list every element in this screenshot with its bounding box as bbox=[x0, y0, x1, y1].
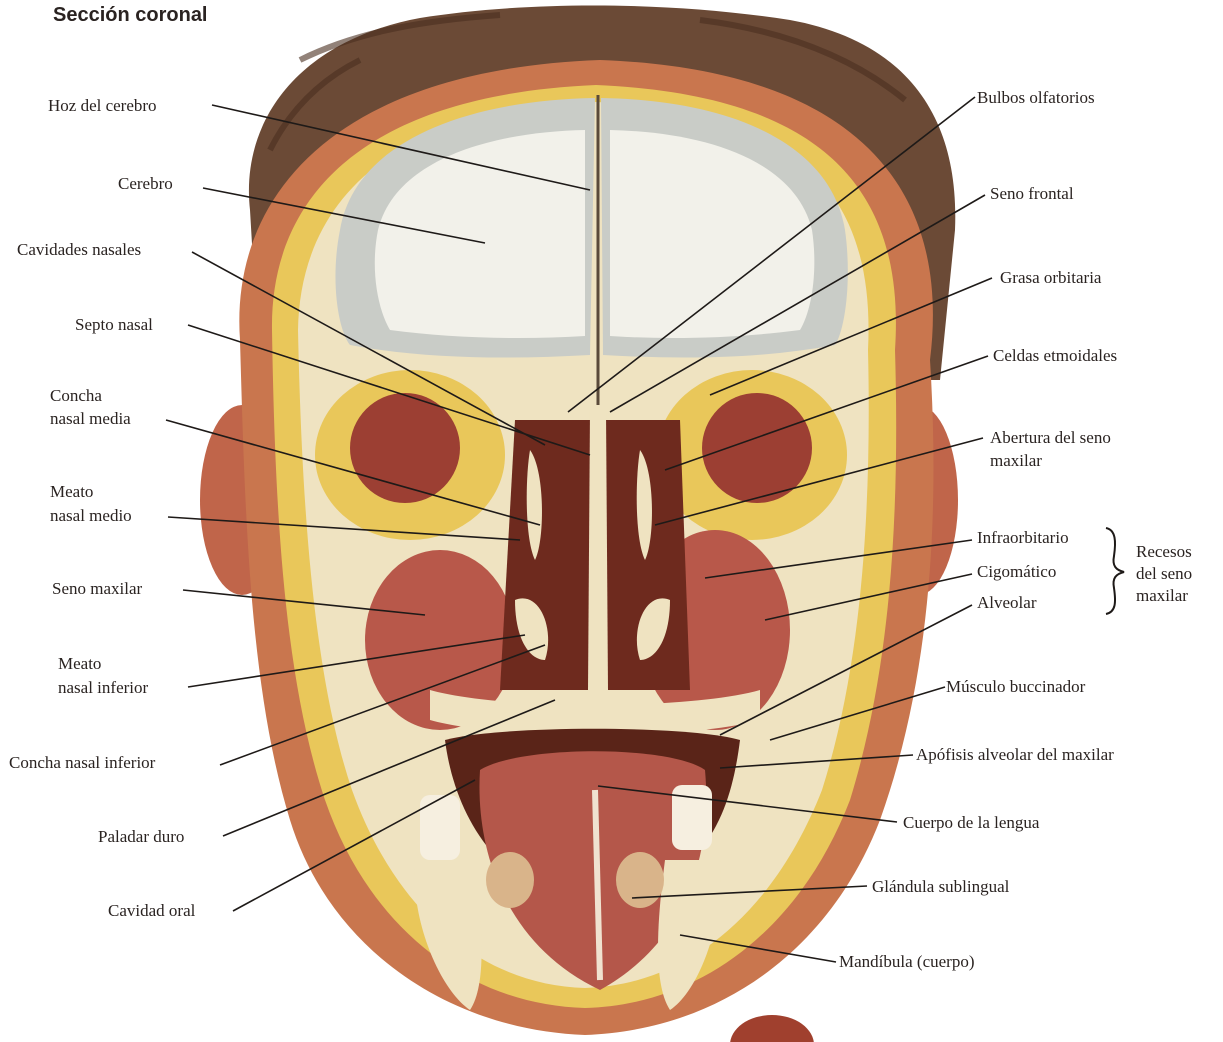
recesos-brace bbox=[1106, 528, 1124, 614]
label-celdas-etmoidales: Celdas etmoidales bbox=[993, 346, 1117, 365]
label-cerebro: Cerebro bbox=[118, 174, 173, 193]
label-meato-nasal-medio-2: nasal medio bbox=[50, 506, 132, 525]
right-tooth bbox=[672, 785, 712, 850]
neck-stub bbox=[730, 1015, 814, 1042]
label-concha-nasal-media-2: nasal media bbox=[50, 409, 131, 428]
label-cavidades-nasales: Cavidades nasales bbox=[17, 240, 141, 259]
right-eyeball bbox=[702, 393, 812, 503]
label-apofisis-alveolar-del-maxilar: Apófisis alveolar del maxilar bbox=[916, 745, 1114, 764]
left-tooth bbox=[420, 795, 460, 860]
label-recesos-1: Recesos bbox=[1136, 542, 1192, 561]
right-sublingual-gland bbox=[616, 852, 664, 908]
label-meato-nasal-inferior-1: Meato bbox=[58, 654, 101, 673]
label-paladar-duro: Paladar duro bbox=[98, 827, 184, 846]
diagram-title: Sección coronal bbox=[53, 4, 208, 26]
label-seno-frontal: Seno frontal bbox=[990, 184, 1074, 203]
label-bulbos-olfatorios: Bulbos olfatorios bbox=[977, 88, 1095, 107]
label-glandula-sublingual: Glándula sublingual bbox=[872, 877, 1010, 896]
label-abertura-del-seno-maxilar-2: maxilar bbox=[990, 451, 1042, 470]
label-recesos-2: del seno bbox=[1136, 564, 1192, 583]
label-seno-maxilar: Seno maxilar bbox=[52, 579, 143, 598]
label-meato-nasal-medio-1: Meato bbox=[50, 482, 93, 501]
label-cavidad-oral: Cavidad oral bbox=[108, 901, 196, 920]
label-grasa-orbitaria: Grasa orbitaria bbox=[1000, 268, 1102, 287]
nasal-septum bbox=[588, 410, 608, 690]
left-sublingual-gland bbox=[486, 852, 534, 908]
label-cuerpo-de-la-lengua: Cuerpo de la lengua bbox=[903, 813, 1040, 832]
label-alveolar: Alveolar bbox=[977, 593, 1037, 612]
label-abertura-del-seno-maxilar-1: Abertura del seno bbox=[990, 428, 1111, 447]
label-meato-nasal-inferior-2: nasal inferior bbox=[58, 678, 148, 697]
label-recesos-3: maxilar bbox=[1136, 586, 1188, 605]
label-concha-nasal-media-1: Concha bbox=[50, 386, 102, 405]
label-septo-nasal: Septo nasal bbox=[75, 315, 153, 334]
label-hoz-del-cerebro: Hoz del cerebro bbox=[48, 96, 157, 115]
label-cigomatico: Cigomático bbox=[977, 562, 1056, 581]
labels-left: Hoz del cerebro Cerebro Cavidades nasale… bbox=[9, 96, 196, 920]
label-infraorbitario: Infraorbitario bbox=[977, 528, 1069, 547]
label-concha-nasal-inferior: Concha nasal inferior bbox=[9, 753, 156, 772]
label-musculo-buccinador: Músculo buccinador bbox=[946, 677, 1086, 696]
label-mandibula-cuerpo: Mandíbula (cuerpo) bbox=[839, 952, 974, 971]
